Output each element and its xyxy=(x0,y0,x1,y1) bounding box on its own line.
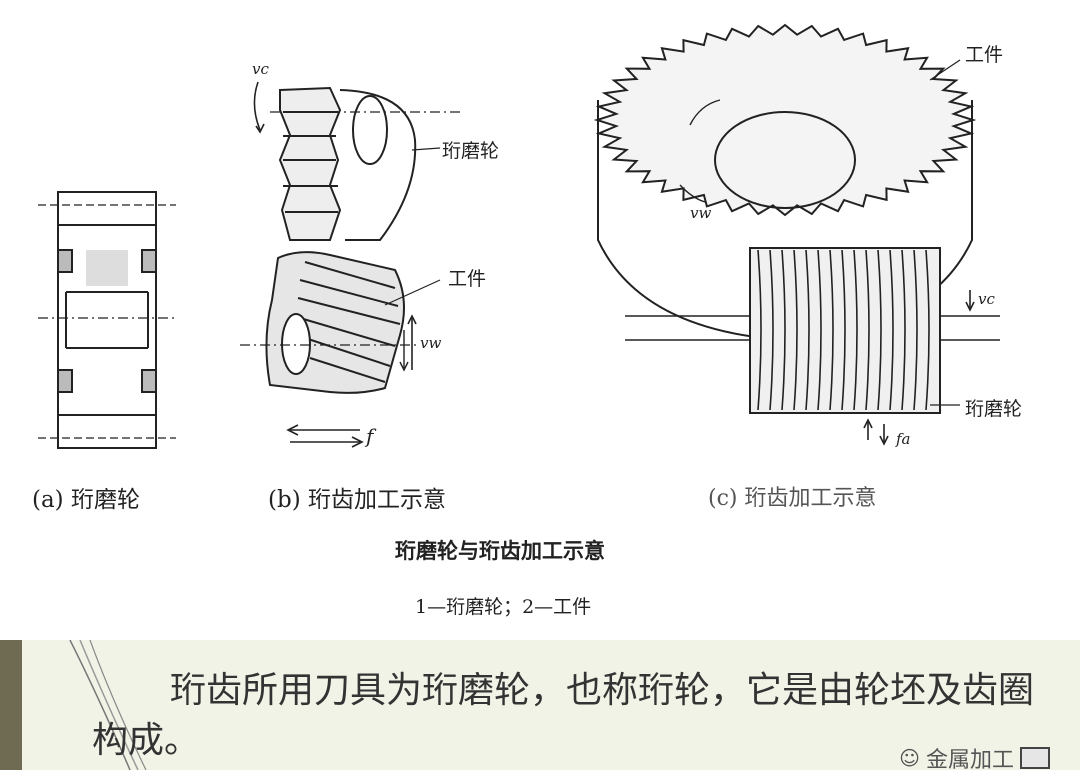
worm-thread-line xyxy=(757,249,762,411)
worm-thread-line xyxy=(769,249,774,411)
worm-thread-line xyxy=(841,249,846,411)
label-vc-b: vc xyxy=(252,60,269,78)
figure-area: 珩磨轮 工件 vc vw f 工件 珩磨轮 vw vc fa (a) 珩磨轮 (… xyxy=(32,23,1023,618)
figure-legend: 1—珩磨轮；2—工件 xyxy=(415,596,592,618)
worm-thread-line xyxy=(853,249,858,411)
watermark-box-icon xyxy=(1020,747,1050,769)
body-paragraph: 珩齿所用刀具为珩磨轮，也称珩轮，它是由轮坯及齿圈构成。 xyxy=(92,670,1035,761)
honing-wheel-section xyxy=(38,191,176,449)
caption-panel-c: (c) 珩齿加工示意 xyxy=(708,486,877,511)
label-f-b: f xyxy=(366,424,374,448)
label-workpiece-b: 工件 xyxy=(448,268,487,290)
worm-thread-line xyxy=(901,249,906,411)
figure-title: 珩磨轮与珩齿加工示意 xyxy=(395,538,605,563)
label-honing-wheel-c: 珩磨轮 xyxy=(965,398,1023,420)
worm-threads xyxy=(757,249,930,411)
label-workpiece-c: 工件 xyxy=(965,44,1004,66)
worm-thread-line xyxy=(865,249,870,411)
worm-thread-line xyxy=(805,249,810,411)
label-fa-c: fa xyxy=(896,430,911,448)
worm-thread-line xyxy=(925,249,930,411)
caption-panel-b: (b) 珩齿加工示意 xyxy=(268,487,446,513)
label-vw-c: vw xyxy=(690,204,712,222)
worm-thread-line xyxy=(889,249,894,411)
label-vc-c: vc xyxy=(978,290,995,308)
worm-thread-line xyxy=(829,249,834,411)
worm-thread-line xyxy=(913,249,918,411)
worm-thread-line xyxy=(817,249,822,411)
watermark: ☺ 金属加工 xyxy=(899,742,1050,774)
worm-thread-line xyxy=(781,249,786,411)
text-band xyxy=(0,640,1080,770)
watermark-text: 金属加工 xyxy=(925,748,1014,773)
band-stripe xyxy=(0,640,22,770)
label-honing-wheel-b: 珩磨轮 xyxy=(442,140,500,162)
caption-panel-a: (a) 珩磨轮 xyxy=(32,487,140,513)
worm-thread-line xyxy=(793,249,798,411)
wechat-icon: ☺ xyxy=(899,746,920,770)
label-vw-b: vw xyxy=(420,334,442,352)
workpiece-gear-c xyxy=(593,23,1000,342)
workpiece-b xyxy=(240,147,441,448)
honing-diagram xyxy=(38,23,1000,449)
honing-wheel-b xyxy=(253,81,460,241)
decorative-lines xyxy=(69,640,147,770)
worm-thread-line xyxy=(877,249,882,411)
